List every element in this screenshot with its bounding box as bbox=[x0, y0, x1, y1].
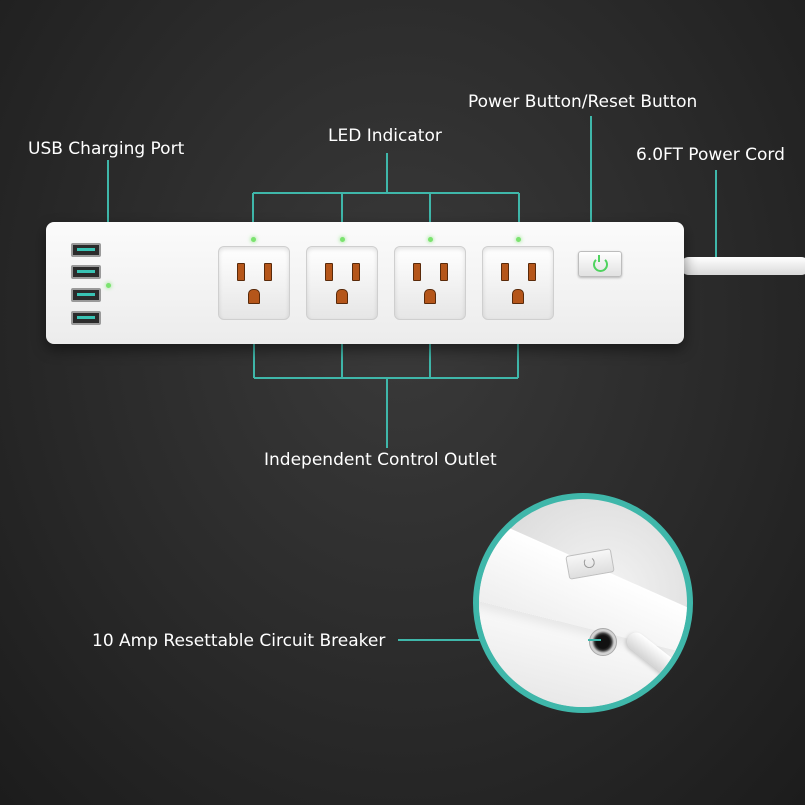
outlet bbox=[306, 246, 378, 320]
power-cord bbox=[680, 257, 805, 275]
led-indicator bbox=[251, 237, 256, 242]
usb-port-icon bbox=[71, 243, 101, 257]
led-indicator-label: LED Indicator bbox=[328, 126, 442, 146]
usb-port-icon bbox=[71, 288, 101, 302]
outlet-label: Independent Control Outlet bbox=[264, 450, 497, 470]
circuit-breaker-icon bbox=[589, 628, 617, 656]
usb-charging-port-label: USB Charging Port bbox=[28, 139, 185, 159]
usb-port-icon bbox=[71, 265, 101, 279]
power-reset-button bbox=[578, 251, 622, 277]
outlet bbox=[394, 246, 466, 320]
outlet bbox=[218, 246, 290, 320]
circuit-breaker-zoom-view bbox=[473, 493, 693, 713]
circuit-breaker-label: 10 Amp Resettable Circuit Breaker bbox=[92, 631, 386, 651]
led-indicator bbox=[428, 237, 433, 242]
led-indicator bbox=[516, 237, 521, 242]
usb-port-icon bbox=[71, 311, 101, 325]
outlet bbox=[482, 246, 554, 320]
usb-led-indicator bbox=[106, 283, 111, 288]
power-button-label: Power Button/Reset Button bbox=[468, 92, 698, 112]
power-cord-label: 6.0FT Power Cord bbox=[636, 145, 785, 165]
power-icon bbox=[593, 255, 608, 272]
led-indicator bbox=[340, 237, 345, 242]
